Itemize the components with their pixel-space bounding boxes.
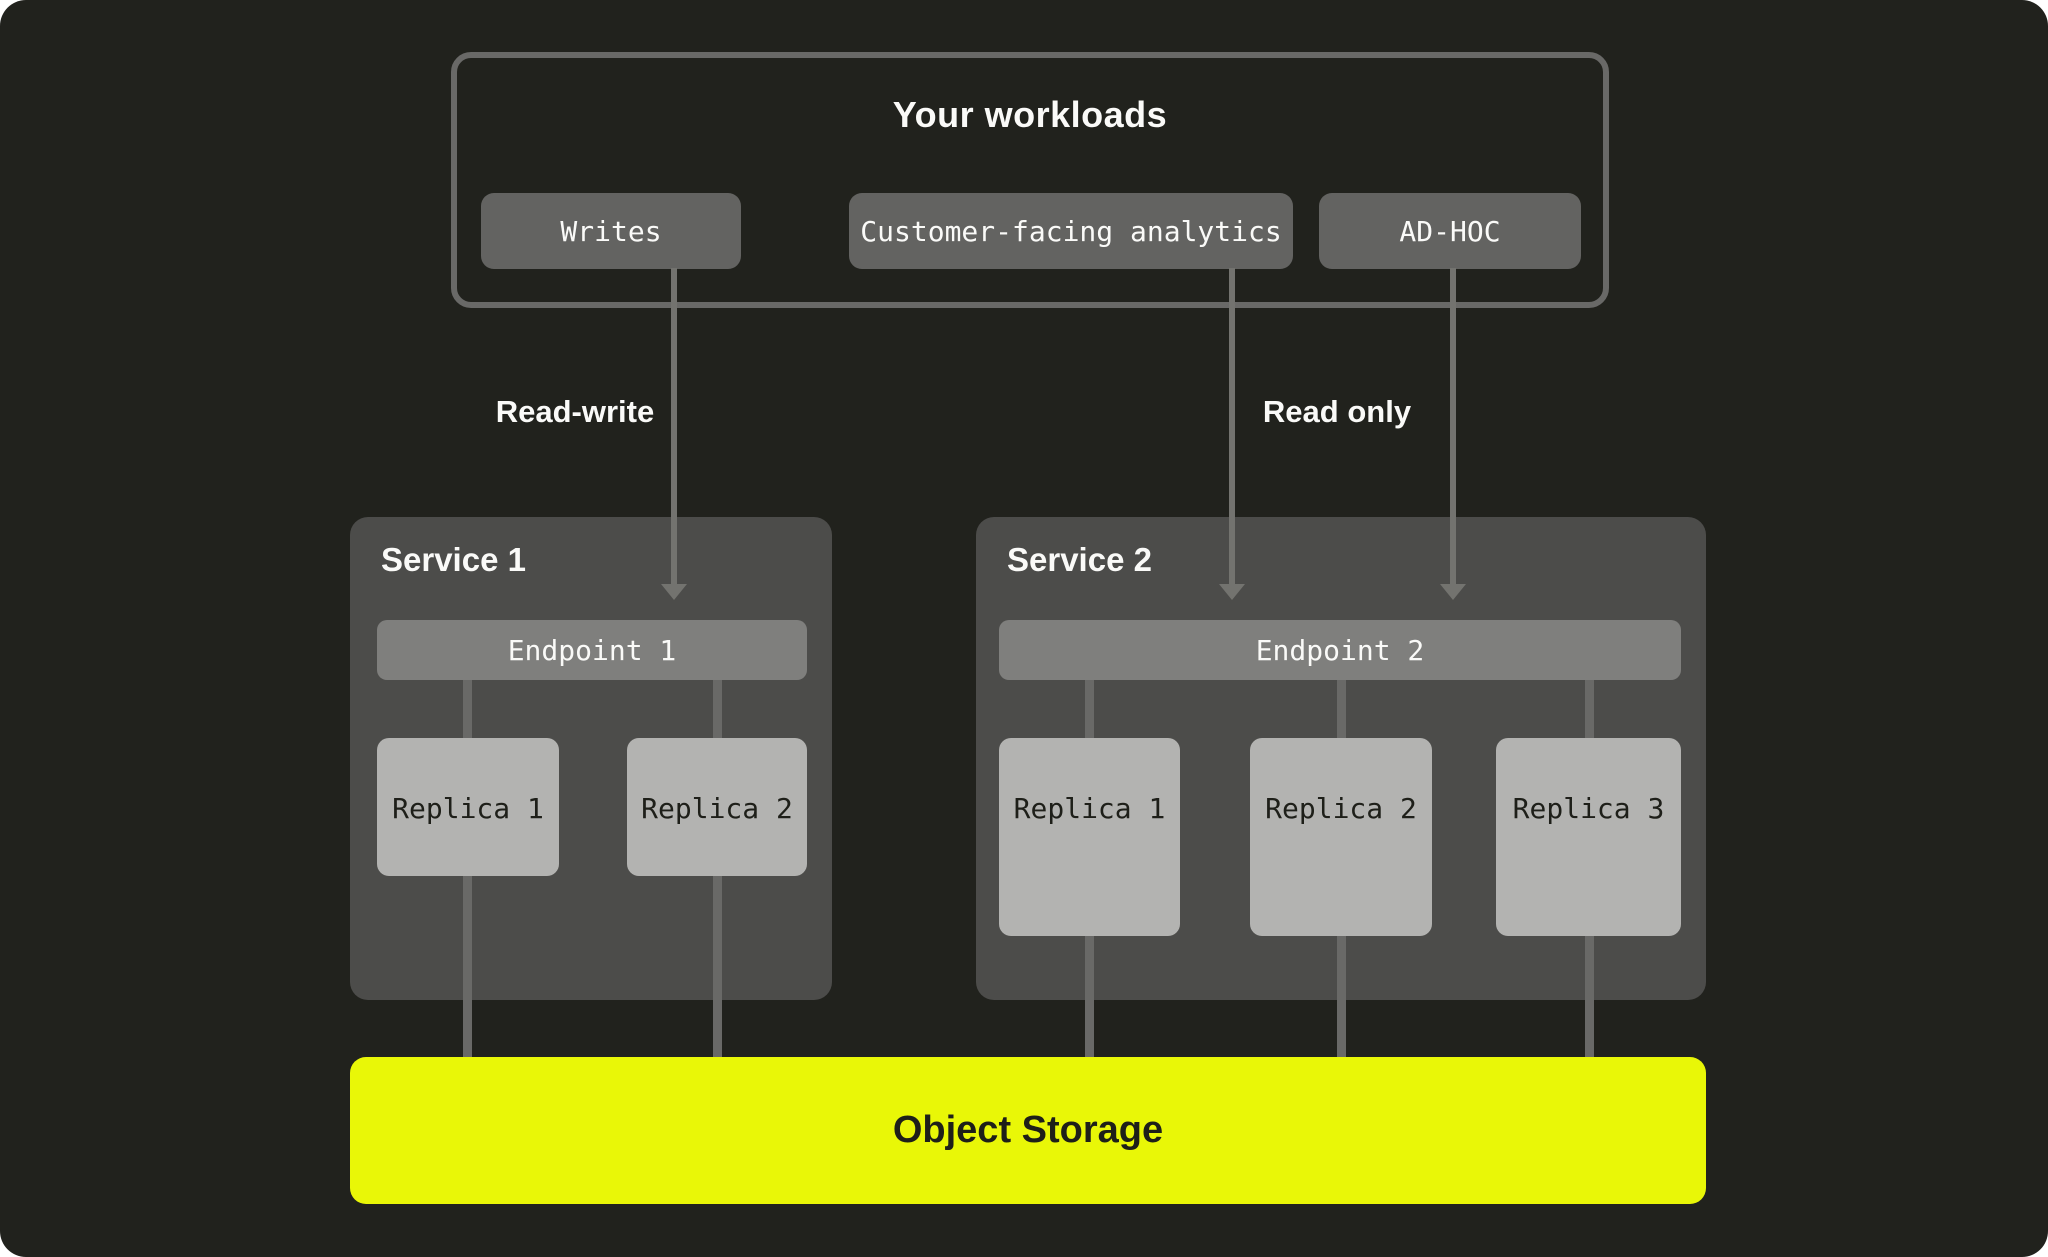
arrow-down-icon-writes-to-endpoint1 xyxy=(661,268,687,600)
service-2-replica-3: Replica 3 xyxy=(1496,738,1681,936)
connector-s2-replica3-storage xyxy=(1585,928,1594,1059)
arrow-head-icon xyxy=(1440,584,1466,600)
workload-chip-cfa-label: Customer-facing analytics xyxy=(860,214,1282,248)
workload-chip-writes: Writes xyxy=(481,193,741,269)
connector-s1-replica2-storage xyxy=(713,870,722,1059)
service-2-replica-2-label: Replica 2 xyxy=(1265,792,1417,825)
arrow-head-icon xyxy=(1219,584,1245,600)
service-1-replica-1: Replica 1 xyxy=(377,738,559,876)
read-write-label: Read-write xyxy=(495,394,655,429)
connector-s2-replica2-storage xyxy=(1337,928,1346,1059)
workload-chip-customer-facing-analytics: Customer-facing analytics xyxy=(849,193,1293,269)
workloads-container: Your workloads Writes Customer-facing an… xyxy=(451,52,1609,308)
service-1-replica-2: Replica 2 xyxy=(627,738,807,876)
service-1-box: Service 1 Endpoint 1 Replica 1 Replica 2 xyxy=(350,517,832,1000)
arrow-down-icon-adhoc-to-endpoint2 xyxy=(1440,268,1466,600)
arrow-shaft xyxy=(1229,268,1235,586)
connector-s1-replica1-storage xyxy=(463,870,472,1059)
workload-chip-adhoc-label: AD-HOC xyxy=(1399,214,1501,248)
connector-s1-endpoint-replica2 xyxy=(713,678,722,742)
service-2-replica-3-label: Replica 3 xyxy=(1512,792,1665,825)
object-storage-label: Object Storage xyxy=(892,1109,1164,1151)
service-2-endpoint: Endpoint 2 xyxy=(999,620,1681,680)
service-1-title: Service 1 xyxy=(381,541,526,578)
connector-s2-endpoint-replica3 xyxy=(1585,678,1594,742)
connector-s1-endpoint-replica1 xyxy=(463,678,472,742)
connector-s2-endpoint-replica1 xyxy=(1085,678,1094,742)
service-1-replica-1-label: Replica 1 xyxy=(392,792,544,825)
service-1-endpoint: Endpoint 1 xyxy=(377,620,807,680)
arrow-shaft xyxy=(1450,268,1456,586)
arrow-shaft xyxy=(671,268,677,586)
service-2-replica-1-label: Replica 1 xyxy=(1013,792,1166,825)
service-2-box: Service 2 Endpoint 2 Replica 1 Replica 2… xyxy=(976,517,1706,1000)
service-2-replica-1: Replica 1 xyxy=(999,738,1180,936)
workload-chip-ad-hoc: AD-HOC xyxy=(1319,193,1581,269)
workload-chip-writes-label: Writes xyxy=(560,214,662,248)
workloads-title: Your workloads xyxy=(892,94,1168,135)
connector-s2-endpoint-replica2 xyxy=(1337,678,1346,742)
service-2-endpoint-label: Endpoint 2 xyxy=(1255,633,1425,667)
connector-s2-replica1-storage xyxy=(1085,928,1094,1059)
service-1-replica-2-label: Replica 2 xyxy=(641,792,793,825)
arrow-down-icon-analytics-to-endpoint2 xyxy=(1219,268,1245,600)
service-2-replica-2: Replica 2 xyxy=(1250,738,1432,936)
service-2-title: Service 2 xyxy=(1007,541,1152,578)
object-storage-bar: Object Storage xyxy=(350,1057,1706,1204)
read-only-label: Read only xyxy=(1262,394,1412,429)
service-1-endpoint-label: Endpoint 1 xyxy=(507,633,677,667)
arrow-head-icon xyxy=(661,584,687,600)
